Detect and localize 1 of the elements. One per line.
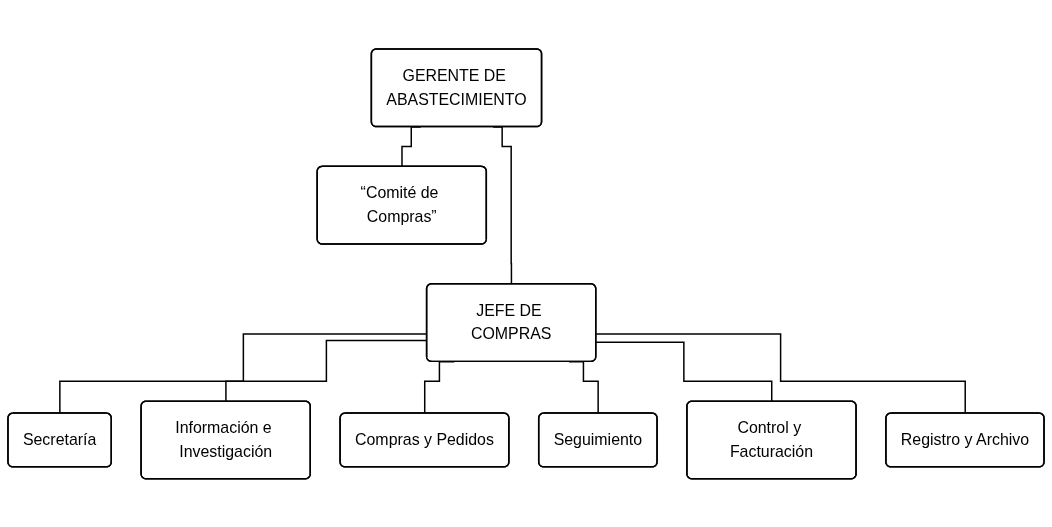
connector: [595, 332, 967, 414]
